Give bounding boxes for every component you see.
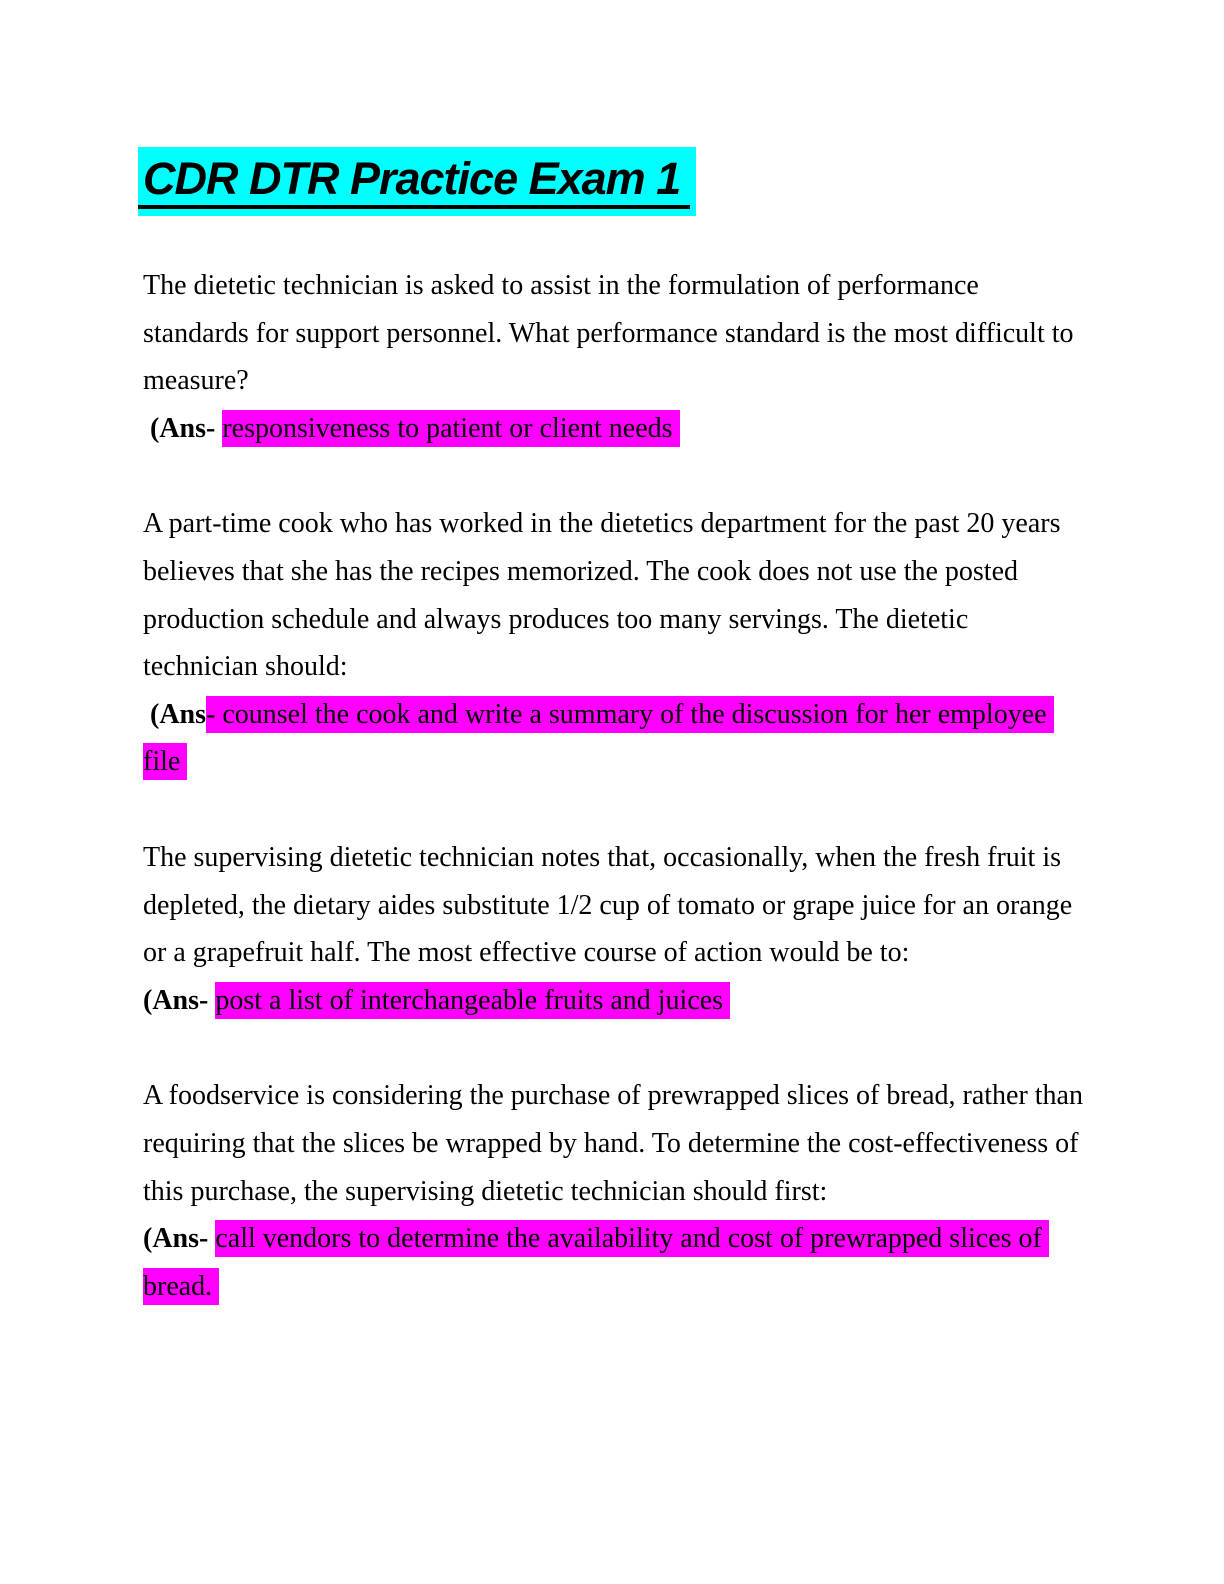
answer-highlight: post a list of interchangeable fruits an… bbox=[215, 981, 731, 1019]
answer-prefix: (Ans bbox=[143, 698, 207, 730]
question-text: The dietetic technician is asked to assi… bbox=[143, 270, 1074, 397]
question-text: The supervising dietetic technician note… bbox=[143, 841, 1073, 969]
answer-highlight: responsiveness to patient or client need… bbox=[222, 409, 680, 447]
answer-line: (Ans- call vendors to determine the avai… bbox=[143, 1215, 1085, 1310]
answer-highlight: call vendors to determine the availabili… bbox=[143, 1220, 1049, 1305]
answer-line: (Ans- counsel the cook and write a summa… bbox=[143, 691, 1085, 786]
answer-line: (Ans- post a list of interchangeable fru… bbox=[143, 977, 1085, 1025]
question-block-1: The dietetic technician is asked to assi… bbox=[143, 262, 1085, 452]
title-highlight: CDR DTR Practice Exam 1 bbox=[138, 147, 697, 216]
question-block-4: A foodservice is considering the purchas… bbox=[143, 1072, 1085, 1310]
question-block-3: The supervising dietetic technician note… bbox=[143, 834, 1085, 1024]
answer-prefix: (Ans- bbox=[143, 1223, 216, 1255]
answer-prefix: (Ans- bbox=[143, 984, 216, 1016]
question-text: A foodservice is considering the purchas… bbox=[143, 1080, 1083, 1207]
answer-prefix: (Ans- bbox=[143, 412, 223, 444]
question-text: A part-time cook who has worked in the d… bbox=[143, 508, 1061, 683]
document-title: CDR DTR Practice Exam 1 bbox=[138, 147, 1085, 216]
answer-line: (Ans- responsiveness to patient or clien… bbox=[143, 405, 1085, 453]
document-title-text: CDR DTR Practice Exam 1 bbox=[138, 147, 691, 209]
question-block-2: A part-time cook who has worked in the d… bbox=[143, 500, 1085, 786]
answer-highlight: - counsel the cook and write a summary o… bbox=[143, 695, 1054, 781]
